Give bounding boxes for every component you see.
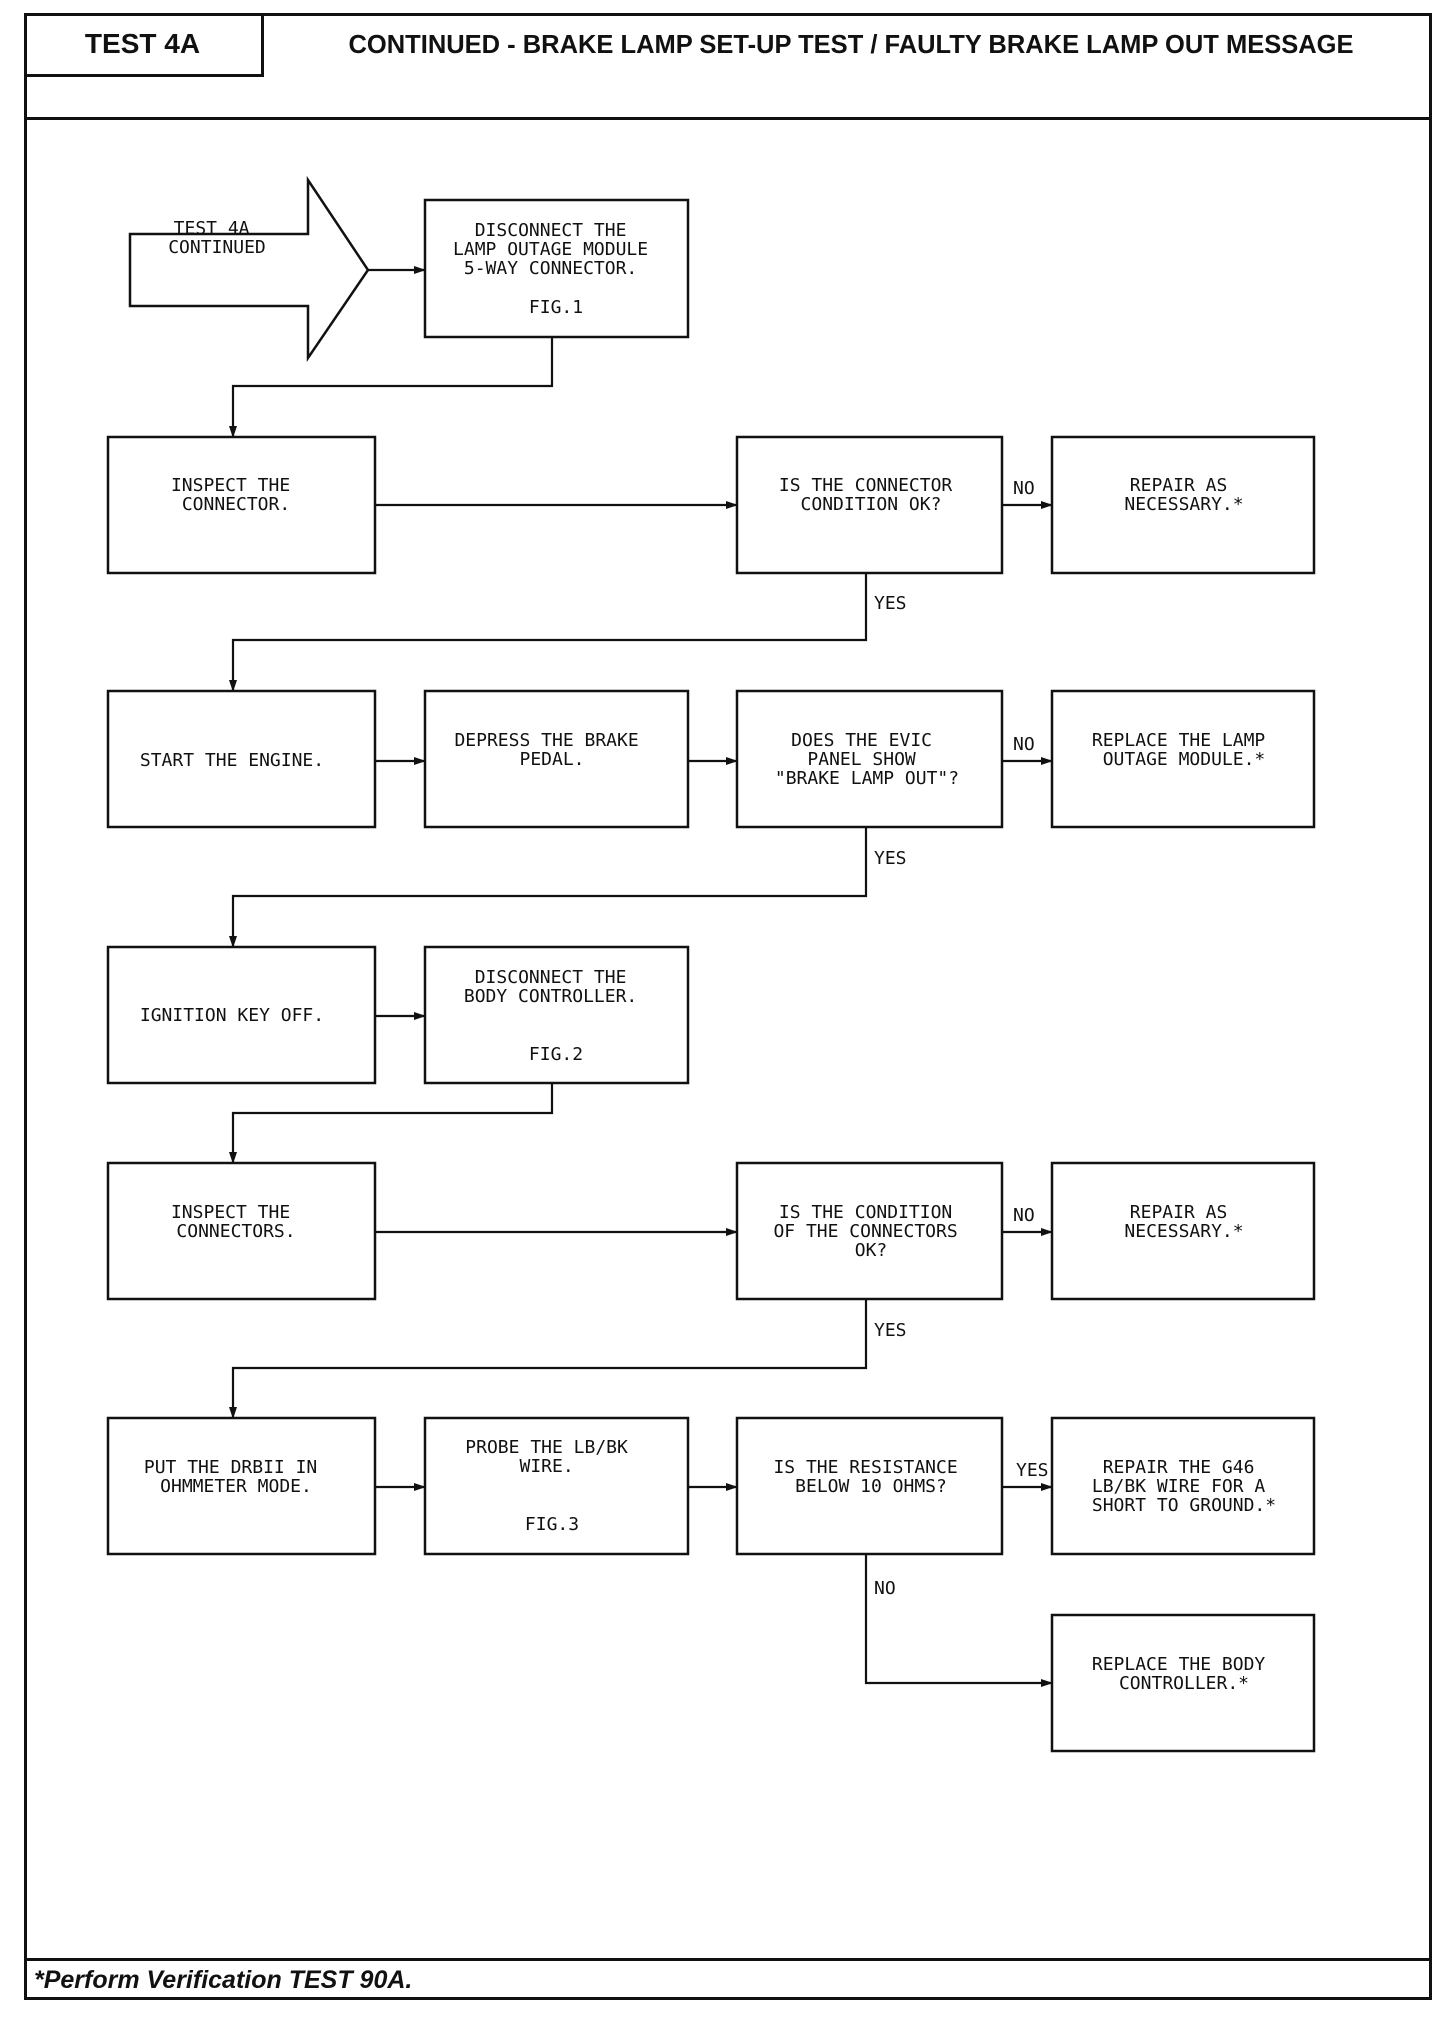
svg-text:REPAIR AS NECESSARY.*: REPAIR AS NECESSARY.* bbox=[1124, 1202, 1243, 1242]
page-frame bbox=[24, 13, 1432, 2000]
node-replace-bc: REPLACE THE BODY CONTROLLER.* bbox=[1050, 1613, 1316, 1753]
svg-text:IGNITION KEY OFF.: IGNITION KEY OFF. bbox=[140, 1005, 324, 1026]
svg-text:PUT THE DRBII IN OHMME: PUT THE DRBII IN OHMMETER MODE. bbox=[144, 1457, 328, 1497]
node-repair-g46: REPAIR THE G46 LB/BK WIRE FOR A SHORT TO… bbox=[1050, 1416, 1316, 1556]
svg-text:INSPECT THE CONNECTORS: INSPECT THE CONNECTORS. bbox=[171, 1202, 301, 1242]
start-arrow-shape bbox=[128, 175, 370, 363]
label-no-3: NO bbox=[1013, 1205, 1035, 1226]
decision-connectors-ok: IS THE CONDITION OF THE CONNECTORS OK? bbox=[735, 1161, 1004, 1301]
edge-q1-yes bbox=[229, 573, 868, 692]
node-depress-brake: DEPRESS THE BRAKE PEDAL. bbox=[423, 689, 690, 829]
edge-q2-yes bbox=[229, 827, 868, 948]
svg-text:IS THE CONDITION OF TH: IS THE CONDITION OF THE CONNECTORS OK? bbox=[773, 1202, 968, 1261]
header-band bbox=[24, 13, 1432, 120]
edge-q4-no bbox=[864, 1554, 1053, 1687]
decision-resistance: IS THE RESISTANCE BELOW 10 OHMS? bbox=[735, 1416, 1004, 1556]
node-disconnect-bc: DISCONNECT THE BODY CONTROLLER. FIG.2 bbox=[423, 945, 690, 1085]
label-no-1: NO bbox=[1013, 478, 1035, 499]
start-node-label: TEST 4A CONTINUED bbox=[168, 218, 266, 258]
page-title: CONTINUED - BRAKE LAMP SET-UP TEST / FAU… bbox=[348, 30, 1354, 59]
node-disconnect-lom: DISCONNECT THE LAMP OUTAGE MODULE 5-WAY … bbox=[423, 198, 690, 339]
svg-text:IS THE RESISTANCE BELO: IS THE RESISTANCE BELOW 10 OHMS? bbox=[773, 1457, 968, 1497]
node-inspect-connectors: INSPECT THE CONNECTORS. bbox=[106, 1161, 377, 1301]
label-yes-2: YES bbox=[874, 848, 907, 869]
decision-evic: DOES THE EVIC PANEL SHOW "BRAKE LAMP OUT… bbox=[735, 689, 1004, 829]
footer-band bbox=[24, 1958, 1432, 2000]
label-yes-3: YES bbox=[874, 1320, 907, 1341]
edge-q3-yes bbox=[229, 1299, 868, 1419]
node-replace-lom: REPLACE THE LAMP OUTAGE MODULE.* bbox=[1050, 689, 1316, 829]
node-ignition-off: IGNITION KEY OFF. bbox=[106, 945, 377, 1085]
node-probe-wire: PROBE THE LB/BK WIRE. FIG.3 bbox=[423, 1416, 690, 1556]
svg-text:REPLACE THE BODY CONTR: REPLACE THE BODY CONTROLLER.* bbox=[1092, 1654, 1276, 1694]
svg-text:INSPECT THE CONNECTOR.: INSPECT THE CONNECTOR. bbox=[171, 475, 301, 515]
node-repair-2: REPAIR AS NECESSARY.* bbox=[1050, 1161, 1316, 1301]
node-repair-1: REPAIR AS NECESSARY.* bbox=[1050, 435, 1316, 575]
svg-text:REPAIR AS NECESSARY.*: REPAIR AS NECESSARY.* bbox=[1124, 475, 1243, 515]
decision-connector-ok: IS THE CONNECTOR CONDITION OK? bbox=[735, 435, 1004, 575]
svg-text:START THE ENGINE.: START THE ENGINE. bbox=[140, 750, 324, 771]
svg-text:DISCONNECT THE LAMP OU: DISCONNECT THE LAMP OUTAGE MODULE 5-WAY … bbox=[453, 220, 659, 318]
label-no-4: NO bbox=[874, 1578, 896, 1599]
node-drbii-mode: PUT THE DRBII IN OHMMETER MODE. bbox=[106, 1416, 377, 1556]
svg-text:IS THE CONNECTOR CONDI: IS THE CONNECTOR CONDITION OK? bbox=[779, 475, 963, 515]
node-start-engine: START THE ENGINE. bbox=[106, 689, 377, 829]
svg-text:DEPRESS THE BRAKE PEDA: DEPRESS THE BRAKE PEDAL. bbox=[454, 730, 649, 770]
svg-text:REPLACE THE LAMP OUTAG: REPLACE THE LAMP OUTAGE MODULE.* bbox=[1092, 730, 1276, 770]
svg-text:REPAIR THE G46 LB/BK W: REPAIR THE G46 LB/BK WIRE FOR A SHORT TO… bbox=[1092, 1457, 1276, 1516]
label-yes-1: YES bbox=[874, 593, 907, 614]
svg-text:DOES THE EVIC PANEL SH: DOES THE EVIC PANEL SHOW "BRAKE LAMP OUT… bbox=[775, 730, 959, 789]
edge-bc-to-inspect bbox=[229, 1083, 554, 1164]
node-inspect-connector: INSPECT THE CONNECTOR. bbox=[106, 435, 377, 575]
label-no-2: NO bbox=[1013, 734, 1035, 755]
test-label: TEST 4A bbox=[24, 13, 264, 77]
svg-text:DISCONNECT THE BODY CO: DISCONNECT THE BODY CONTROLLER. FIG.2 bbox=[464, 967, 648, 1065]
svg-text:PROBE THE LB/BK WIRE.: PROBE THE LB/BK WIRE. FIG.3 bbox=[465, 1437, 638, 1535]
edge-disconnect-to-inspect bbox=[229, 337, 554, 438]
footer-note: *Perform Verification TEST 90A. bbox=[34, 1965, 413, 1994]
label-yes-4: YES bbox=[1016, 1460, 1049, 1481]
